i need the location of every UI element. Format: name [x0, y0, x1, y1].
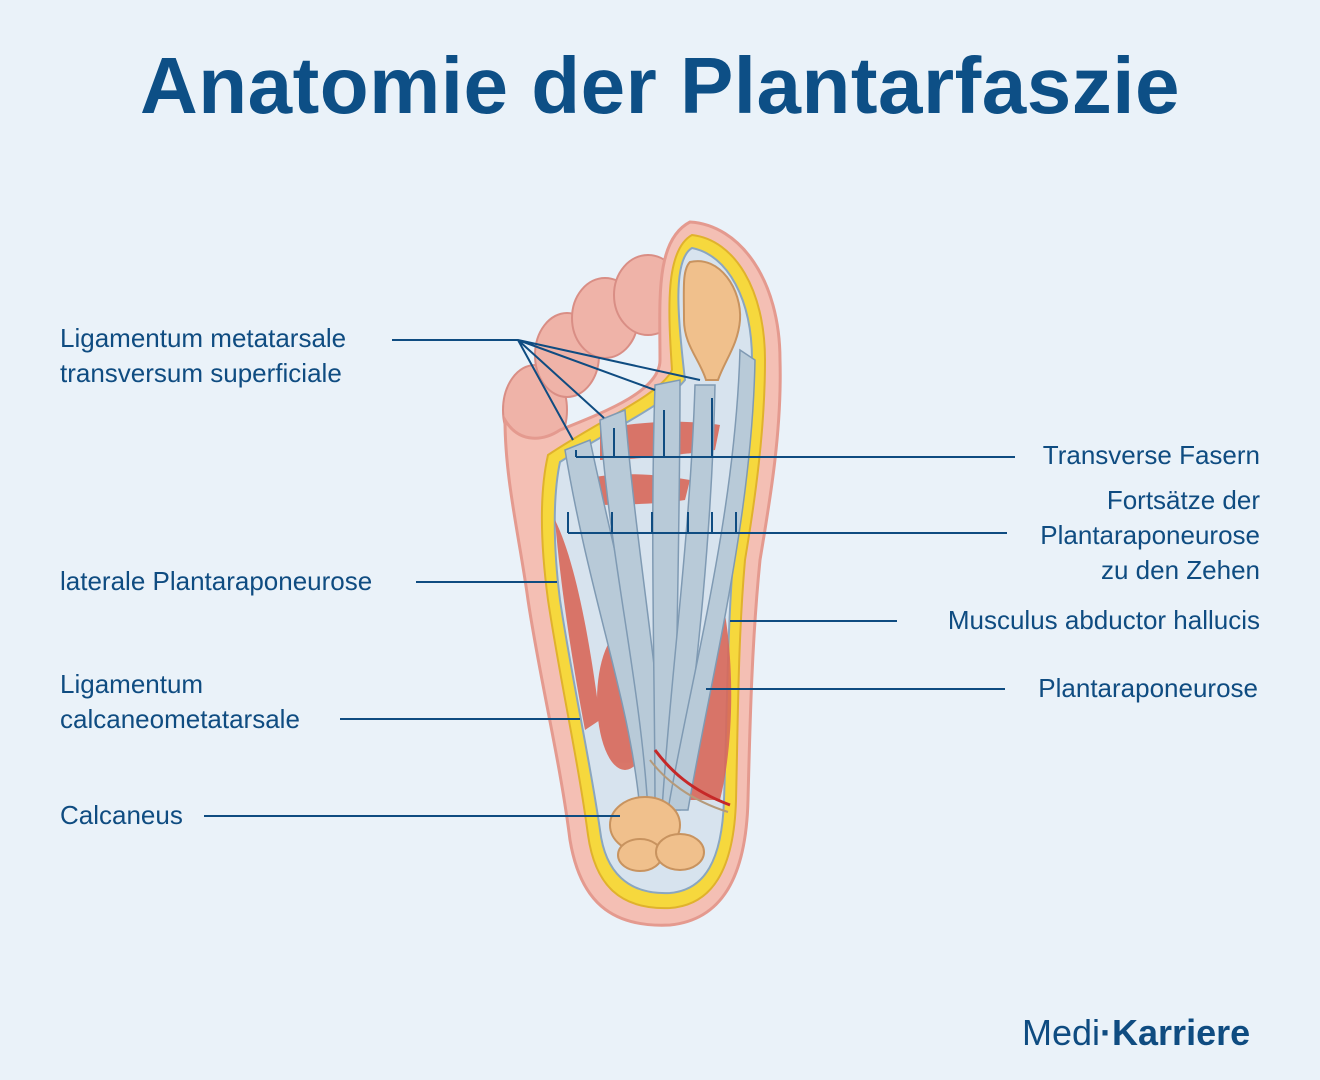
label-ligamentum-calcaneometatarsale: Ligamentum calcaneometatarsale — [60, 667, 300, 737]
label-line: Ligamentum — [60, 669, 204, 699]
label-line: Ligamentum metatarsale — [60, 323, 347, 353]
logo-part1: Medi — [1022, 1012, 1101, 1053]
label-line: transversum superficiale — [60, 358, 342, 388]
logo-separator: · — [1100, 1012, 1113, 1053]
calcaneus-bone — [609, 796, 705, 872]
label-plantaraponeurose: Plantaraponeurose — [1038, 673, 1258, 703]
label-ligamentum-metatarsale: Ligamentum metatarsale transversum super… — [60, 321, 346, 391]
label-line: Plantaraponeurose — [1040, 520, 1260, 550]
logo-part2: Karriere — [1112, 1012, 1251, 1053]
page-title: Anatomie der Plantarfaszie — [140, 41, 1180, 130]
label-laterale-plantaraponeurose: laterale Plantaraponeurose — [60, 566, 373, 596]
nerve — [649, 759, 729, 813]
label-line: Fortsätze der — [1106, 485, 1260, 515]
label-calcaneus: Calcaneus — [60, 800, 183, 830]
artery — [653, 749, 731, 807]
label-line: zu den Zehen — [1100, 555, 1260, 585]
label-transverse-fasern: Transverse Fasern — [1042, 440, 1260, 470]
label-musculus-abductor-hallucis: Musculus abductor hallucis — [947, 605, 1260, 635]
big-toe-bone — [682, 260, 742, 381]
label-line: calcaneometatarsale — [60, 704, 300, 734]
label-fortsaetze: Fortsätze der Plantaraponeurose zu den Z… — [1040, 483, 1260, 588]
leader-lines — [204, 339, 1015, 817]
brand-logo: Medi·Karriere — [1022, 1012, 1250, 1054]
